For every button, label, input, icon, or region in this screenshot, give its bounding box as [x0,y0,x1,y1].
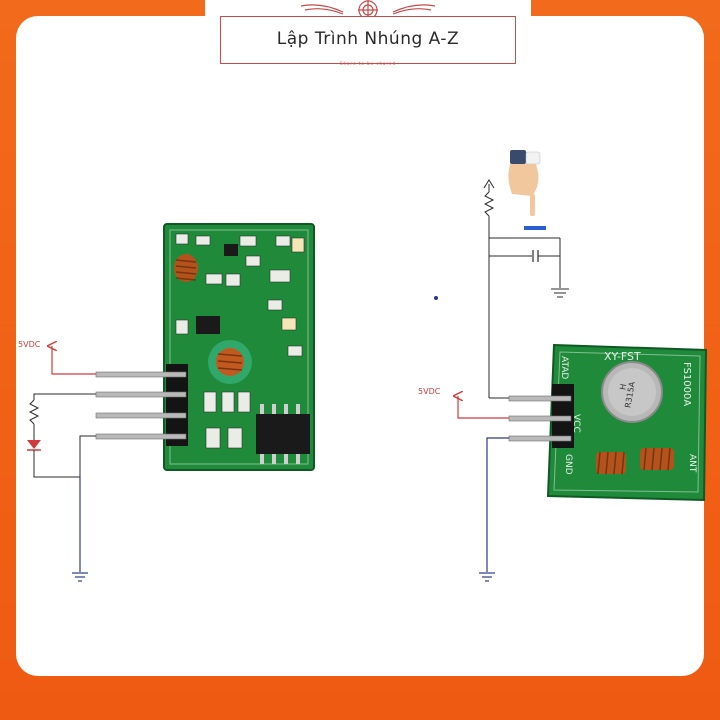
push-button-icon [524,226,546,230]
transmitter-ground-icon [479,572,495,582]
brand-tagline: Share to be shared [340,61,396,66]
transmitter-antenna-label: ANT [687,454,697,473]
transmitter-pin-label-gnd: GND [563,454,573,475]
pointing-hand-icon [508,150,541,216]
pullup-resistor-icon [483,191,495,217]
transmitter-module-name: XY-FST [604,350,641,363]
stray-dot [434,296,438,300]
receiver-wiring: 5VDC [18,340,96,582]
transmitter-module: H R315A XY-FST FS1000A ATAD VCC GND ANT [508,343,708,502]
receiver-inductor-icon [208,340,252,384]
receiver-ic-chip [256,414,310,454]
receiver-ground-icon [72,572,88,582]
transmitter-pin-label-data: ATAD [559,356,569,379]
receiver-ic-small [196,316,220,334]
transmitter-header-pins [508,384,574,448]
brand-banner: Lập Trình Nhúng A-Z Share to be shared [205,0,531,82]
receiver-coil-icon [174,254,198,282]
transmitter-supply-label: 5VDC [418,387,441,396]
transmitter-switch-circuit [483,150,569,398]
capacitor-icon [532,250,539,262]
receiver-led-icon [27,440,41,451]
brand-name: Lập Trình Nhúng A-Z [276,29,460,49]
receiver-transistor [224,244,238,256]
transmitter-coil-icon [596,447,674,475]
receiver-supply-wire [52,346,96,375]
switch-ground-icon [551,288,569,298]
brand-box: Lập Trình Nhúng A-Z [220,16,516,64]
transmitter-part-number: FS1000A [681,362,692,406]
transmitter-supply-wire [458,396,509,419]
receiver-header-pins [95,364,188,446]
receiver-components [175,233,305,449]
crystal-marking-1: H [618,383,628,390]
receiver-module [95,223,315,471]
transmitter-ground-wire [486,437,509,572]
transmitter-pin-label-vcc: VCC [571,414,581,433]
crystal-oscillator-icon [601,361,663,423]
receiver-supply-label: 5VDC [18,340,41,349]
transmitter-wiring: 5VDC [418,387,509,582]
receiver-resistor-icon [28,399,40,425]
